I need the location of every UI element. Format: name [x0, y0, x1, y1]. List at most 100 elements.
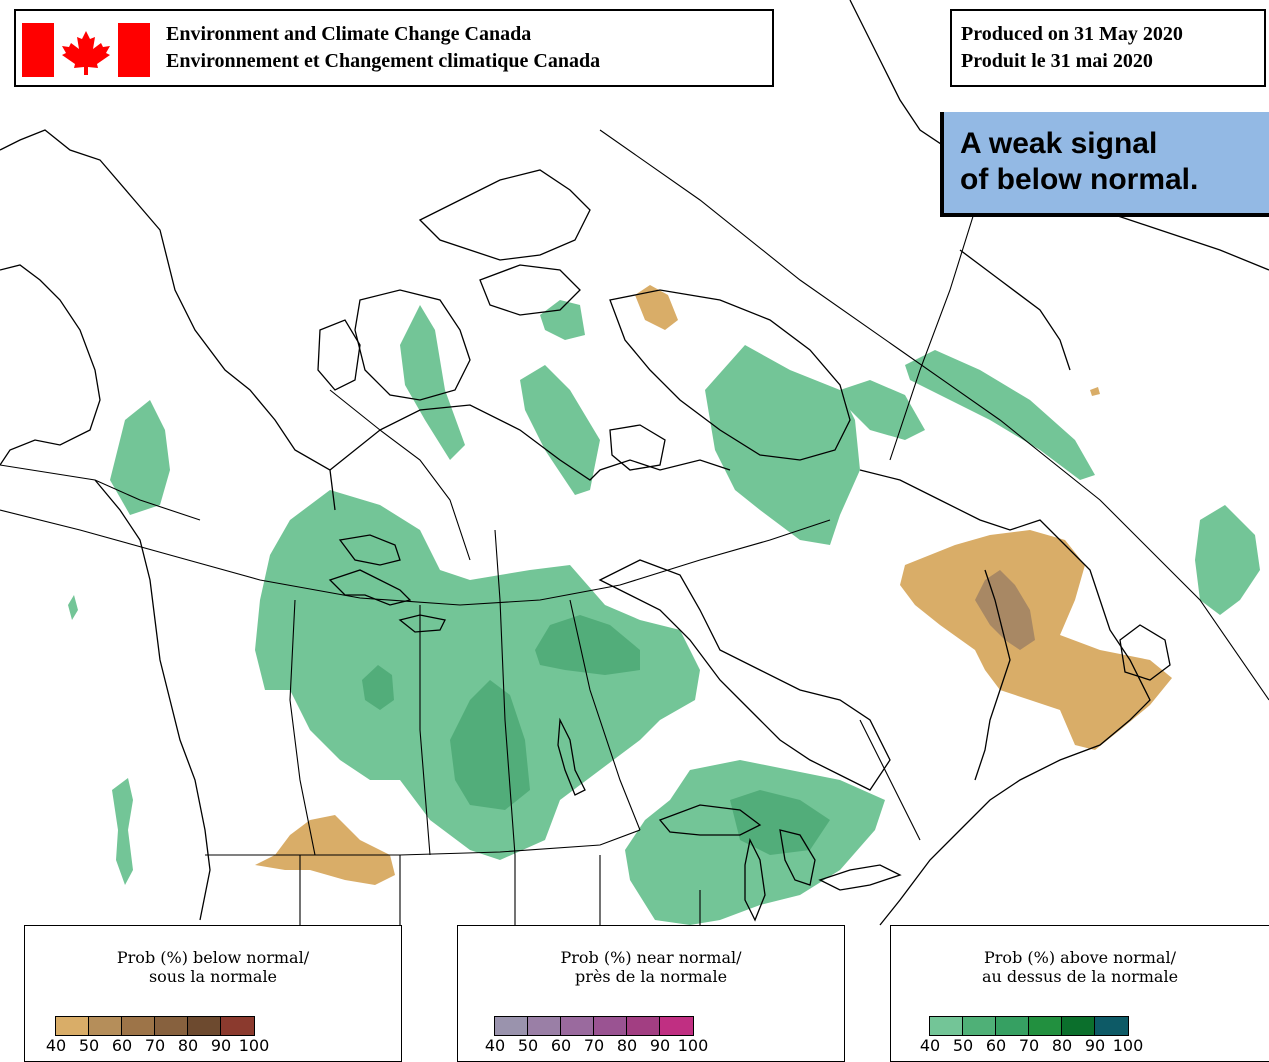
legend-near-tick-label: 40	[484, 1036, 506, 1055]
legend-below-tick-label: 70	[144, 1036, 166, 1055]
above-normal-50-regions	[362, 615, 830, 855]
legend-above-swatch	[1029, 1017, 1062, 1035]
lake-athabasca	[398, 614, 446, 633]
us-state-lines	[299, 855, 701, 925]
region-above-nunavut	[520, 365, 600, 495]
legend-below-title-en: Prob (%) below normal/	[116, 948, 310, 967]
coastline-bc	[94, 479, 211, 921]
boundary-60th-parallel	[0, 509, 831, 606]
island-victoria	[354, 289, 471, 401]
legend-above-tick-label: 50	[952, 1036, 974, 1055]
projection-line-2	[889, 209, 976, 461]
great-lakes-huron	[779, 829, 816, 886]
boundary-alberta-sask	[419, 605, 431, 856]
legend-below-colorbar	[55, 1016, 255, 1036]
legend-near-swatch	[660, 1017, 693, 1035]
legend-below-swatch	[188, 1017, 221, 1035]
legend-above-colorbar	[929, 1016, 1129, 1036]
boundary-sask-manitoba	[494, 529, 516, 856]
legend-near-swatch	[594, 1017, 627, 1035]
great-bear-lake	[338, 534, 401, 566]
region-below-arctic-island	[635, 285, 678, 330]
border-canada-us	[205, 829, 641, 856]
produced-date-box: Produced on 31 May 2020 Produit le 31 ma…	[950, 9, 1266, 87]
legend-above-tick-label: 40	[919, 1036, 941, 1055]
boundaries	[0, 129, 1269, 925]
legend-near-tick-label: 60	[550, 1036, 572, 1055]
region-above-prairies	[255, 490, 700, 860]
island-newfoundland	[1119, 624, 1171, 681]
boundary-bc-alberta	[289, 599, 316, 856]
island-southampton	[609, 424, 666, 471]
legend-above-swatch	[996, 1017, 1029, 1035]
legend-below-tick-label: 100	[238, 1036, 270, 1055]
below-normal-regions	[255, 285, 1172, 885]
region-above50-sask	[450, 680, 530, 810]
map-outlines	[0, 0, 1269, 926]
great-lakes-michigan	[744, 838, 766, 922]
legend-below-tick-label: 90	[210, 1036, 232, 1055]
legend-below-swatch	[122, 1017, 155, 1035]
legend-below-swatch	[221, 1017, 254, 1035]
greenland-south	[959, 249, 1071, 371]
legend-near-swatch	[528, 1017, 561, 1035]
island-baffin	[609, 289, 851, 461]
lake-winnipeg	[557, 717, 586, 796]
legend-near-normal: Prob (%) near normal/ près de la normale…	[457, 925, 845, 1062]
agency-header: Environment and Climate Change Canada En…	[14, 9, 774, 87]
region-below-washington	[255, 815, 395, 885]
legend-near-colorbar	[494, 1016, 694, 1036]
legend-above-swatch	[963, 1017, 996, 1035]
produced-date-en: Produced on 31 May 2020	[961, 23, 1183, 45]
coastline-quebec-inner	[974, 569, 1011, 781]
legend-above-title-fr: au dessus de la normale	[981, 967, 1179, 986]
legend-below-tick-label: 40	[45, 1036, 67, 1055]
region-above50-lakes	[730, 790, 830, 855]
legend-near-tick-label: 70	[583, 1036, 605, 1055]
boundary-ontario-quebec	[859, 719, 921, 841]
legend-near-title-fr: près de la normale	[574, 967, 728, 986]
agency-name-en: Environment and Climate Change Canada	[166, 23, 532, 45]
region-above-baffin-bay	[840, 380, 925, 440]
boundary-alaska-yukon	[0, 464, 201, 521]
region-above-yukon	[110, 400, 170, 515]
legend-below-swatch	[155, 1017, 188, 1035]
coastline-arctic	[329, 404, 731, 481]
coastline-west	[0, 129, 336, 511]
coastline-east	[859, 469, 1151, 926]
legend-near-tick-label: 50	[517, 1036, 539, 1055]
region-below-greenland-dot	[1090, 387, 1100, 396]
legend-near-tick-label: 100	[677, 1036, 709, 1055]
legend-above-tick-label: 100	[1112, 1036, 1144, 1055]
callout-line-1: A weak signal	[960, 127, 1158, 160]
below-normal-50-regions	[975, 570, 1035, 650]
legend-above-title-en: Prob (%) above normal/	[984, 948, 1176, 967]
great-lakes-superior	[658, 804, 762, 836]
legend-below-normal: Prob (%) below normal/ sous la normale 4…	[24, 925, 402, 1062]
legend-below-tick-label: 50	[78, 1036, 100, 1055]
legend-below-title-fr: sous la normale	[148, 967, 278, 986]
island-ellesmere	[418, 169, 591, 261]
legend-above-swatch	[1062, 1017, 1095, 1035]
produced-date-fr: Produit le 31 mai 2020	[961, 50, 1153, 72]
island-devon	[479, 264, 581, 316]
region-above-victoria-island	[400, 305, 465, 460]
coastline-alaska	[0, 264, 101, 466]
region-below50-quebec	[975, 570, 1035, 650]
legend-near-tick-label: 80	[616, 1036, 638, 1055]
region-above50-alberta	[362, 665, 394, 710]
region-above-bc-coast	[112, 778, 133, 885]
legend-near-title-en: Prob (%) near normal/	[560, 948, 742, 967]
great-slave-lake	[328, 569, 412, 606]
legend-above-tick-label: 70	[1018, 1036, 1040, 1055]
signal-callout: A weak signal of below normal.	[940, 112, 1269, 217]
region-above-greenland-east	[1195, 505, 1260, 615]
legend-below-tick-label: 80	[177, 1036, 199, 1055]
canada-flag-icon	[22, 23, 150, 77]
legend-above-tick-label: 60	[985, 1036, 1007, 1055]
legend-above-swatch	[1095, 1017, 1128, 1035]
legend-below-swatch	[89, 1017, 122, 1035]
region-above-baffin-north	[540, 300, 585, 340]
coastline-hudson-bay	[598, 559, 891, 791]
